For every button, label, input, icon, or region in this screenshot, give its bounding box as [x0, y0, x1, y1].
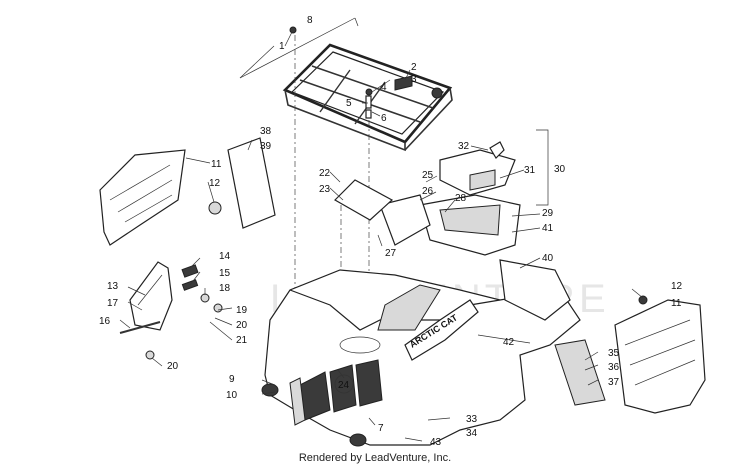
- callout-labels: 1 2 3 4 5 6 7 8 9 10 11 11 12 12 13 14 1…: [99, 15, 683, 448]
- callout-30: 30: [554, 164, 566, 175]
- callout-25: 25: [422, 170, 434, 181]
- callout-12-right: 12: [671, 281, 683, 292]
- callout-20-left: 20: [167, 361, 179, 372]
- bolt-6[interactable]: [365, 109, 372, 119]
- callout-43: 43: [430, 437, 442, 448]
- callout-36: 36: [608, 362, 620, 373]
- callout-6: 6: [381, 113, 387, 124]
- callout-24-ring: [334, 374, 354, 394]
- callout-18: 18: [219, 283, 231, 294]
- callout-17: 17: [107, 298, 119, 309]
- callout-8: 8: [307, 15, 313, 26]
- callout-33: 33: [466, 414, 478, 425]
- left-bracket[interactable]: [119, 261, 223, 360]
- callout-35: 35: [608, 348, 620, 359]
- cover-plate[interactable]: [334, 179, 394, 221]
- callout-10: 10: [226, 390, 238, 401]
- callout-23: 23: [319, 184, 331, 195]
- callout-2: 2: [411, 62, 417, 73]
- callout-41: 41: [542, 223, 554, 234]
- callout-39: 39: [260, 141, 272, 152]
- decal-38-39[interactable]: [227, 137, 276, 229]
- callout-34: 34: [466, 428, 478, 439]
- callout-14: 14: [219, 251, 231, 262]
- callout-42: 42: [503, 337, 515, 348]
- rack[interactable]: [239, 17, 453, 152]
- callout-20-right: 20: [236, 320, 248, 331]
- callout-13: 13: [107, 281, 119, 292]
- storage-box[interactable]: [379, 194, 521, 256]
- right-mud-flap[interactable]: [614, 295, 706, 414]
- callout-40: 40: [542, 253, 554, 264]
- callout-32: 32: [458, 141, 470, 152]
- callout-7: 7: [378, 423, 384, 434]
- callout-3: 3: [411, 74, 417, 85]
- callout-29: 29: [542, 208, 554, 219]
- callout-31: 31: [524, 165, 536, 176]
- bolt-5[interactable]: [365, 95, 372, 109]
- callout-38: 38: [260, 126, 272, 137]
- callout-24: 24: [338, 380, 350, 391]
- storage-lid[interactable]: [439, 141, 516, 196]
- decal-35-37[interactable]: [554, 339, 606, 406]
- callout-22: 22: [319, 168, 331, 179]
- callout-28: 28: [455, 193, 467, 204]
- callout-26: 26: [422, 186, 434, 197]
- rack-pad[interactable]: [394, 75, 413, 91]
- callout-1: 1: [279, 41, 285, 52]
- callout-9: 9: [229, 374, 235, 385]
- left-mud-flap[interactable]: [99, 149, 222, 246]
- callout-27: 27: [385, 248, 397, 259]
- credit-line: Rendered by LeadVenture, Inc.: [298, 452, 452, 464]
- nut-4[interactable]: [365, 88, 373, 96]
- callout-37: 37: [608, 377, 620, 388]
- leader-lines: [119, 31, 644, 442]
- front-body[interactable]: ARCTIC CAT: [261, 259, 581, 447]
- callout-4: 4: [381, 82, 387, 93]
- callout-19: 19: [236, 305, 248, 316]
- callout-15: 15: [219, 268, 231, 279]
- bolt-8[interactable]: [289, 26, 297, 34]
- callout-11-left: 11: [211, 159, 222, 170]
- callout-16: 16: [99, 316, 111, 327]
- callout-5: 5: [346, 98, 352, 109]
- callout-12-left: 12: [209, 178, 221, 189]
- callout-11-right: 11: [671, 298, 682, 309]
- callout-21: 21: [236, 335, 248, 346]
